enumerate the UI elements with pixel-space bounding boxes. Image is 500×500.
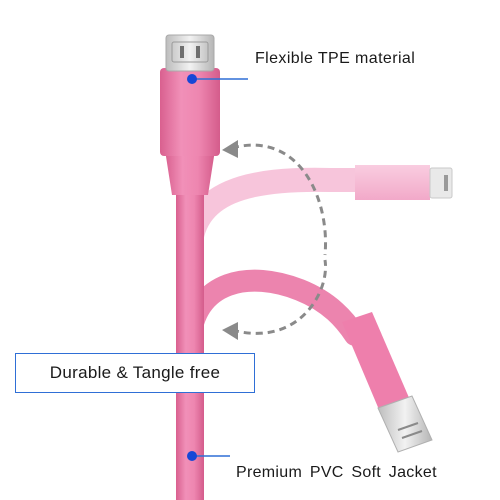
callout-bottom-label: Premium PVC Soft Jacket	[236, 464, 437, 481]
ghost-connector-upper	[355, 165, 430, 200]
bent-connector-lower	[342, 312, 410, 412]
callout-top-label: Flexible TPE material	[255, 50, 416, 67]
callout-lines	[192, 78, 248, 457]
arrow-head-bottom	[222, 322, 238, 340]
strain-relief	[165, 150, 215, 195]
callout-middle-label: Durable & Tangle free	[49, 363, 221, 382]
callout-dot-top	[187, 74, 197, 84]
callout-middle-box: Durable & Tangle free	[15, 353, 255, 393]
arrow-head-top	[222, 140, 238, 158]
callout-dot-bottom	[187, 451, 197, 461]
usb-metal-tip	[165, 34, 215, 72]
connector-housing	[160, 68, 220, 156]
curved-arrow-icon	[231, 143, 328, 335]
ghost-metal-tip-upper	[429, 167, 453, 199]
main-cable	[176, 190, 204, 500]
ghost-cable-upper	[178, 167, 372, 267]
